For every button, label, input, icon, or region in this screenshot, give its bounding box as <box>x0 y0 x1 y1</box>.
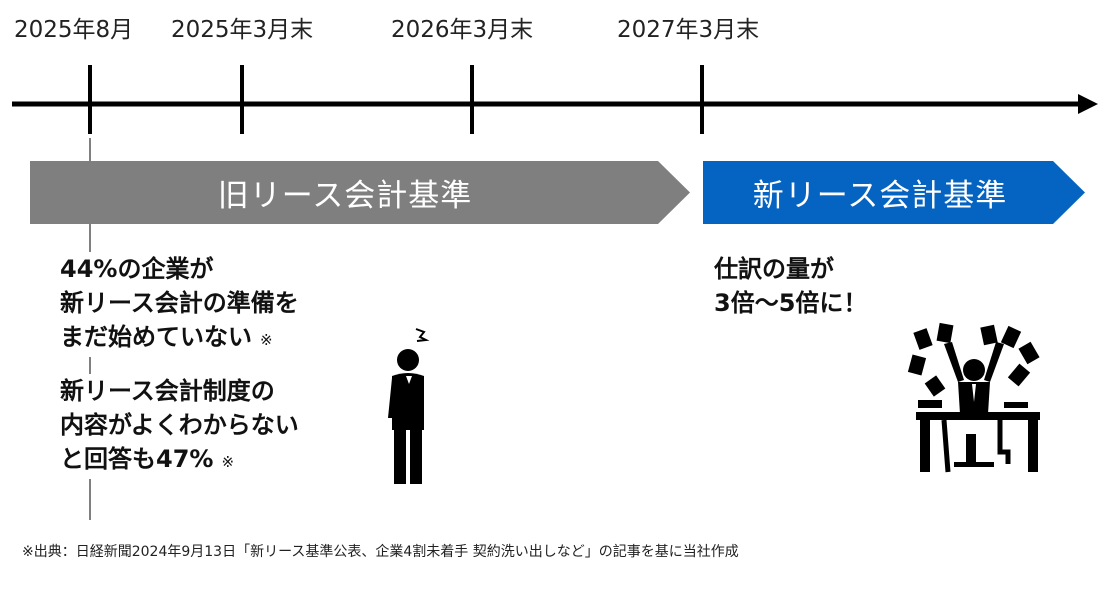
date-label-2027-mar: 2027年3月末 <box>617 17 760 43</box>
ref-mark: ※ <box>221 453 235 471</box>
confused-person-icon <box>388 328 430 484</box>
note-not-started: 44%の企業が 新リース会計の準備を まだ始めていない※ <box>60 252 299 357</box>
date-label-2026-mar: 2026年3月末 <box>391 17 534 43</box>
note-not-understood: 新リース会計制度の 内容がよくわからない と回答も47%※ <box>60 374 299 479</box>
old-standard-banner: 旧リース会計基準 <box>30 161 690 224</box>
new-standard-banner: 新リース会計基準 <box>703 161 1085 224</box>
ref-mark: ※ <box>260 331 273 349</box>
date-label-2025-aug: 2025年8月 <box>14 17 134 43</box>
source-note: ※出典：日経新聞2024年9月13日「新リース基準公表、企業4割未着手 契約洗い… <box>22 544 739 560</box>
note-journal-volume: 仕訳の量が 3倍～5倍に！ <box>714 255 868 317</box>
date-label-2025-mar: 2025年3月末 <box>171 17 314 43</box>
timeline-arrowhead <box>1078 94 1098 114</box>
overwhelmed-worker-icon <box>907 322 1040 473</box>
new-standard-label: 新リース会計基準 <box>752 178 1008 214</box>
old-standard-label: 旧リース会計基準 <box>217 178 473 214</box>
